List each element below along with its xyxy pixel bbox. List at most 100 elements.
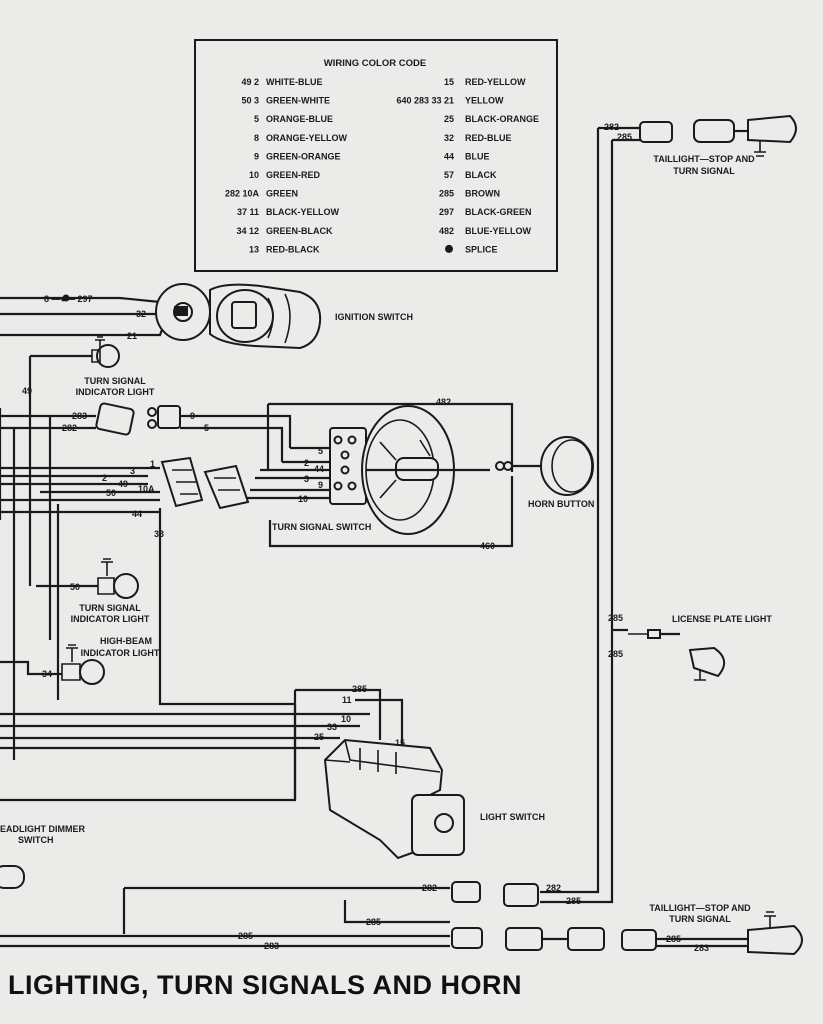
taillight-top-label-1: TAILLIGHT—STOP AND	[653, 154, 755, 164]
wire-label-285-b: 285	[366, 917, 381, 927]
color-code-number: 34 12	[236, 226, 259, 236]
taillight-bottom-label-2: TURN SIGNAL	[669, 914, 731, 924]
wire-label-44b: 44	[314, 464, 324, 474]
color-code-number: 32	[444, 133, 454, 143]
wire-label-44: 44	[132, 509, 142, 519]
color-code-number: 640 283 33 21	[396, 96, 454, 106]
turn-signal-indicator-light-top: TURN SIGNAL INDICATOR LIGHT	[28, 336, 155, 586]
wire-label-34: 34	[42, 669, 52, 679]
color-code-color: GREEN-ORANGE	[266, 151, 341, 161]
headlight-dimmer-switch: EADLIGHT DIMMER SWITCH	[0, 824, 85, 889]
color-code-number: 482	[439, 226, 454, 236]
light-switch-label: LIGHT SWITCH	[480, 812, 545, 822]
wire-label-285-d: 285	[238, 931, 253, 941]
wire-label-460: 460	[480, 541, 495, 551]
turn-signal-indicator-mid-label-1: TURN SIGNAL	[79, 603, 141, 613]
wire-label-5b: 5	[318, 446, 323, 456]
color-code-color: BLACK-ORANGE	[465, 114, 539, 124]
color-code-color: YELLOW	[465, 96, 504, 106]
wire-label-2: 2	[102, 473, 107, 483]
wire-label-3: 3	[130, 466, 135, 476]
wire-label-10a: 10A	[138, 484, 155, 494]
color-code-color: RED-BLACK	[266, 244, 320, 254]
color-code-number: 297	[439, 207, 454, 217]
turn-signal-indicator-light-mid: TURN SIGNAL INDICATOR LIGHT	[36, 558, 150, 624]
wire-label-285-l2: 285	[608, 649, 623, 659]
wire-label-11: 11	[342, 695, 352, 705]
color-code-color: SPLICE	[465, 244, 498, 254]
wire-label-1: 1	[150, 459, 155, 469]
color-code-number: 10	[249, 170, 259, 180]
wire-label-33: 33	[154, 529, 164, 539]
turn-signal-indicator-top-label-1: TURN SIGNAL	[84, 376, 146, 386]
high-beam-indicator-light: HIGH-BEAM INDICATOR LIGHT	[0, 636, 160, 685]
turn-signal-indicator-top-label-2: INDICATOR LIGHT	[76, 387, 155, 397]
color-code-number: 49 2	[241, 77, 259, 87]
wire-label-3b: 3	[304, 474, 309, 484]
color-code-number: 25	[444, 114, 454, 124]
color-code-color: GREEN	[266, 189, 298, 199]
connector-bundle	[160, 456, 250, 510]
wire-label-283a: 283	[72, 411, 87, 421]
wire-label-9: 9	[190, 411, 195, 421]
wire-label-285-e: 285	[666, 934, 681, 944]
color-code-color: RED-BLUE	[465, 133, 512, 143]
color-code-number: 57	[444, 170, 454, 180]
wire-label-32: 32	[136, 309, 146, 319]
color-code-color: GREEN-RED	[266, 170, 321, 180]
color-code-number: 8	[254, 133, 259, 143]
color-code-number: 44	[444, 151, 454, 161]
wire-label-10b: 10	[298, 494, 308, 504]
wire-label-285-ls: 285	[352, 684, 367, 694]
color-code-color: BLACK-GREEN	[465, 207, 532, 217]
color-code-color: ORANGE-BLUE	[266, 114, 333, 124]
license-plate-light-label: LICENSE PLATE LIGHT	[672, 614, 772, 624]
connector-9-5	[147, 405, 181, 429]
turn-signal-indicator-mid-label-2: INDICATOR LIGHT	[71, 614, 150, 624]
wire-label-283-d: 283	[264, 941, 279, 951]
connector-283-282	[95, 402, 135, 436]
wire-label-285-top: 285	[617, 132, 632, 142]
color-code-number: 37 11	[237, 207, 259, 217]
high-beam-label-1: HIGH-BEAM	[100, 636, 152, 646]
wire-label-50b: 50	[70, 582, 80, 592]
color-code-color: BROWN	[465, 189, 500, 199]
headlight-dimmer-label-1: EADLIGHT DIMMER	[0, 824, 85, 834]
color-code-number: 9	[254, 151, 259, 161]
taillight-bottom-label-1: TAILLIGHT—STOP AND	[649, 903, 751, 913]
color-code-title: WIRING COLOR CODE	[324, 58, 426, 69]
wire-label-282-b: 282	[422, 883, 437, 893]
wire-label-50: 50	[106, 488, 116, 498]
light-switch: LIGHT SWITCH	[323, 738, 545, 860]
color-code-color: BLACK	[465, 170, 497, 180]
color-code-color: GREEN-WHITE	[266, 96, 330, 106]
color-code-color: BLUE	[465, 151, 490, 161]
wire-label-33-ls: 33	[327, 722, 337, 732]
page-title: LIGHTING, TURN SIGNALS AND HORN	[8, 970, 522, 1000]
taillight-top-label-2: TURN SIGNAL	[673, 166, 735, 176]
wire-label-49b: 49	[118, 479, 128, 489]
color-code-color: GREEN-BLACK	[266, 226, 333, 236]
wire-label-2b: 2	[304, 458, 309, 468]
wire-label-10-ls: 10	[341, 714, 351, 724]
wire-label-282a: 282	[62, 423, 77, 433]
color-code-number: 13	[249, 244, 259, 254]
license-plate-light: LICENSE PLATE LIGHT	[612, 614, 772, 681]
wire-label-285-l1: 285	[608, 613, 623, 623]
color-code-color: ORANGE-YELLOW	[266, 133, 348, 143]
splice-dot-icon	[445, 244, 453, 253]
wire-label-9b: 9	[318, 480, 323, 490]
ignition-switch-label: IGNITION SWITCH	[335, 312, 413, 322]
bottom-connectors	[451, 881, 803, 956]
wire-label-285-c: 285	[566, 896, 581, 906]
wire-label-21: 21	[127, 331, 137, 341]
headlight-dimmer-label-2: SWITCH	[18, 835, 54, 845]
color-code-color: WHITE-BLUE	[266, 77, 323, 87]
wire-label-8-297: 8 —●— 297	[44, 294, 92, 304]
color-code-number: 15	[444, 77, 454, 87]
wire-label-49: 49	[22, 386, 32, 396]
color-code-number: 282 10A	[225, 189, 260, 199]
ignition-switch: IGNITION SWITCH	[0, 283, 413, 350]
